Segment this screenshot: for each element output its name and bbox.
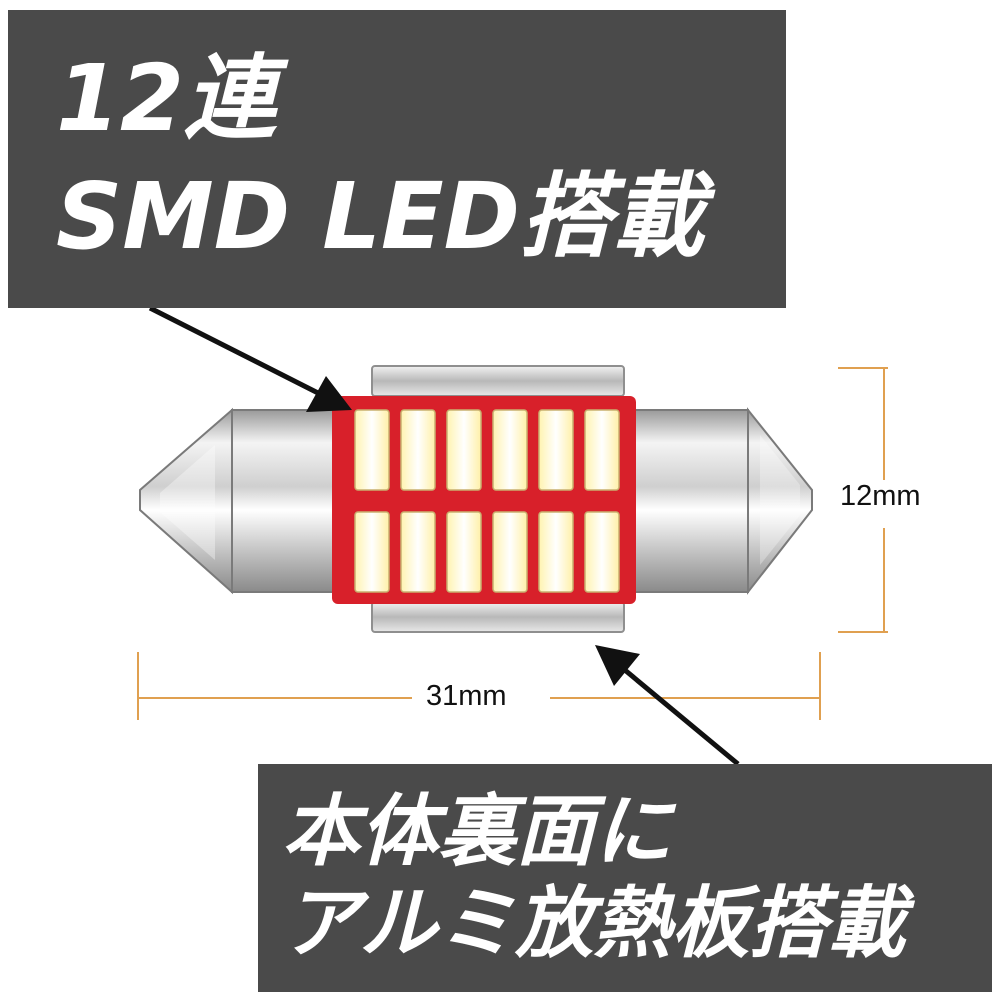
width-dimension-label: 31mm (420, 680, 513, 713)
smd-led (400, 511, 436, 593)
smd-led (584, 511, 620, 593)
led-row-top (354, 409, 620, 491)
feature-banner-heat-sink: 本体裏面に アルミ放熱板搭載 (258, 764, 992, 992)
smd-led (446, 409, 482, 491)
width-dimension-line (137, 652, 821, 720)
smd-led (446, 511, 482, 593)
feature-banner-led: 12連 SMD LED搭載 (8, 10, 786, 308)
smd-led (354, 511, 390, 593)
left-end-cap (139, 407, 337, 595)
banner-led-count-text: 12連 (56, 45, 277, 152)
heat-sink-rail-top (371, 365, 625, 397)
smd-led (538, 409, 574, 491)
smd-led (354, 409, 390, 491)
smd-led (538, 511, 574, 593)
heat-sink-rail-bottom (371, 601, 625, 633)
smd-led (400, 409, 436, 491)
height-dimension-line (838, 367, 888, 633)
smd-led (492, 511, 528, 593)
height-dimension-label: 12mm (834, 480, 927, 513)
arrow-to-leds (148, 305, 352, 412)
banner-back-side-text: 本体裏面に (282, 787, 673, 877)
banner-smd-led-text: SMD LED搭載 (56, 163, 705, 270)
smd-led (492, 409, 528, 491)
right-end-cap (631, 407, 813, 595)
led-row-bottom (354, 511, 620, 593)
smd-led (584, 409, 620, 491)
banner-aluminum-heat-sink-text: アルミ放熱板搭載 (282, 879, 906, 969)
arrow-to-heat-sink (595, 645, 740, 766)
